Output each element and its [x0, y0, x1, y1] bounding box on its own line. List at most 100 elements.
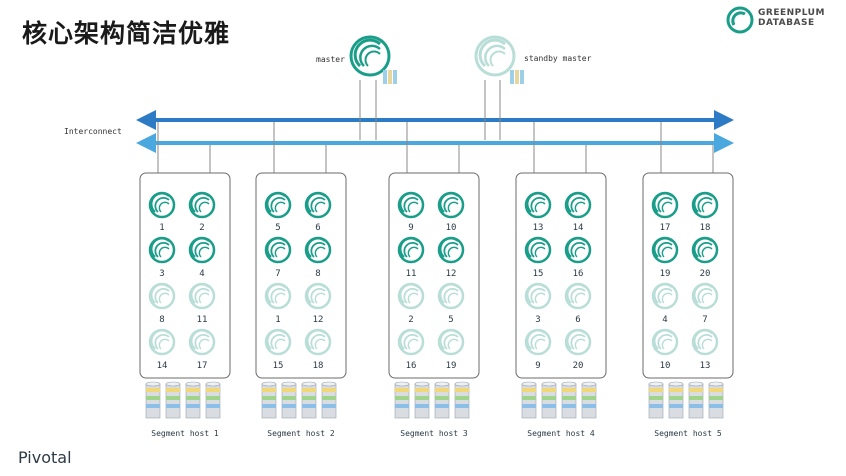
mirror-segment-icon	[304, 282, 332, 310]
logo-line-2: DATABASE	[758, 18, 815, 28]
host-box	[139, 172, 231, 379]
disk-icon	[581, 381, 597, 419]
segment-host-label: Segment host 2	[267, 429, 335, 438]
segment-host-label: Segment host 5	[654, 429, 722, 438]
mirror-segment-icon	[691, 328, 719, 356]
mirror-segment-icon	[188, 328, 216, 356]
mirror-segment-icon	[148, 328, 176, 356]
segment-number: 12	[446, 269, 457, 279]
mirror-segment-icon	[564, 282, 592, 310]
disk-icon	[165, 381, 181, 419]
disk-icon	[561, 381, 577, 419]
segment-number: 4	[662, 315, 667, 325]
segment-number: 7	[702, 315, 707, 325]
mirror-segment-icon	[651, 328, 679, 356]
segment-number: 5	[448, 315, 453, 325]
primary-segment-icon	[564, 236, 592, 264]
segment-number: 15	[273, 361, 284, 371]
primary-segment-icon	[564, 191, 592, 219]
segment-number: 1	[275, 315, 280, 325]
standby-disk-icon	[510, 70, 524, 84]
segment-number: 17	[197, 361, 208, 371]
primary-segment-icon	[691, 191, 719, 219]
primary-segment-icon	[524, 236, 552, 264]
segment-number: 19	[660, 269, 671, 279]
primary-segment-icon	[691, 236, 719, 264]
disk-icon	[668, 381, 684, 419]
primary-segment-icon	[397, 191, 425, 219]
segment-number: 14	[573, 223, 584, 233]
mirror-segment-icon	[437, 328, 465, 356]
pivotal-logo: Pivotal	[18, 448, 72, 467]
disk-icon	[301, 381, 317, 419]
segment-number: 3	[535, 315, 540, 325]
primary-segment-icon	[148, 191, 176, 219]
primary-segment-icon	[651, 236, 679, 264]
segment-number: 2	[199, 223, 204, 233]
mirror-segment-icon	[691, 282, 719, 310]
primary-segment-icon	[188, 191, 216, 219]
segment-number: 9	[535, 361, 540, 371]
segment-number: 17	[660, 223, 671, 233]
standby-master-label: standby master	[524, 54, 592, 63]
segment-number: 10	[660, 361, 671, 371]
host-box	[255, 172, 347, 379]
segment-number: 20	[573, 361, 584, 371]
disk-icon	[394, 381, 410, 419]
segment-number: 15	[533, 269, 544, 279]
segment-host-label: Segment host 4	[527, 429, 595, 438]
segment-number: 14	[157, 361, 168, 371]
disk-icon	[185, 381, 201, 419]
primary-segment-icon	[304, 236, 332, 264]
disk-icon	[708, 381, 724, 419]
primary-segment-icon	[304, 191, 332, 219]
primary-segment-icon	[264, 191, 292, 219]
segment-number: 1	[159, 223, 164, 233]
disk-icon	[541, 381, 557, 419]
disk-icon	[434, 381, 450, 419]
segment-number: 3	[159, 269, 164, 279]
disk-icon	[454, 381, 470, 419]
primary-segment-icon	[188, 236, 216, 264]
segment-number: 12	[313, 315, 324, 325]
segment-number: 7	[275, 269, 280, 279]
segment-number: 20	[700, 269, 711, 279]
primary-segment-icon	[264, 236, 292, 264]
segment-number: 11	[197, 315, 208, 325]
disk-icon	[145, 381, 161, 419]
mirror-segment-icon	[264, 282, 292, 310]
host-box	[388, 172, 480, 379]
segment-number: 16	[406, 361, 417, 371]
segment-number: 18	[700, 223, 711, 233]
greenplum-logo-icon	[726, 6, 754, 34]
master-node	[349, 35, 391, 77]
logo-line-1: GREENPLUM	[758, 8, 825, 18]
mirror-segment-icon	[188, 282, 216, 310]
greenplum-logo: GREENPLUM DATABASE	[726, 6, 841, 38]
primary-segment-icon	[437, 191, 465, 219]
mirror-segment-icon	[564, 328, 592, 356]
segment-number: 13	[533, 223, 544, 233]
mirror-segment-icon	[524, 282, 552, 310]
disk-icon	[205, 381, 221, 419]
segment-number: 18	[313, 361, 324, 371]
segment-host-label: Segment host 1	[151, 429, 219, 438]
segment-number: 19	[446, 361, 457, 371]
mirror-segment-icon	[304, 328, 332, 356]
segment-number: 2	[408, 315, 413, 325]
primary-segment-icon	[397, 236, 425, 264]
disk-icon	[521, 381, 537, 419]
disk-icon	[261, 381, 277, 419]
segment-number: 13	[700, 361, 711, 371]
standby-master-node	[474, 35, 516, 77]
segment-number: 5	[275, 223, 280, 233]
segment-number: 8	[315, 269, 320, 279]
primary-segment-icon	[437, 236, 465, 264]
disk-icon	[281, 381, 297, 419]
interconnect-label: Interconnect	[64, 127, 122, 136]
